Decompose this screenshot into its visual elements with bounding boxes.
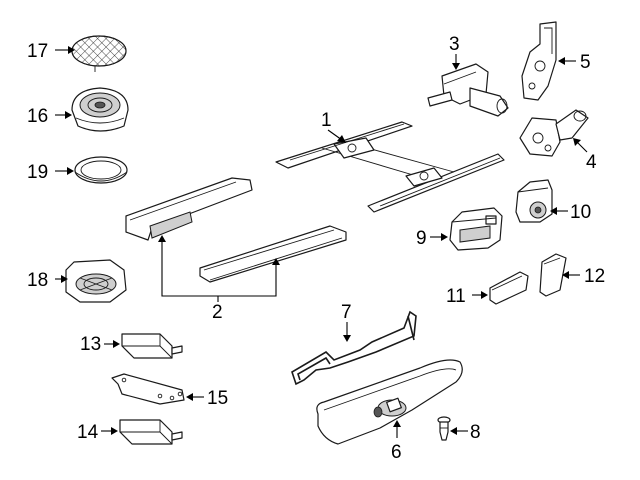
part-19-ring [74,156,128,184]
callout-4: 4 [586,152,597,173]
callout-8: 8 [470,422,481,443]
part-9-switch [449,207,503,251]
part-12-knob [539,253,567,297]
part-16-speaker [71,87,129,132]
part-10-switch [515,179,553,223]
part-4-motor-assembly [519,109,589,157]
callout-3: 3 [449,34,460,55]
callout-7: 7 [341,302,352,323]
part-13-module [121,333,183,359]
part-6-side-shield [316,359,463,445]
callout-17: 17 [27,41,48,62]
part-11-knob [489,271,529,305]
callout-11: 11 [446,286,466,307]
part-18-bracket [65,259,127,303]
callout-2: 2 [212,302,223,323]
callout-10: 10 [570,202,591,223]
part-5-recliner [521,21,557,101]
callout-18: 18 [27,270,48,291]
callout-16: 16 [27,106,48,127]
part-1-seat-frame [275,121,505,213]
callout-13: 13 [80,334,101,355]
callout-19: 19 [27,162,48,183]
callout-15: 15 [207,388,228,409]
callout-12: 12 [584,266,605,287]
part-7-wire-frame [291,310,417,386]
callout-14: 14 [77,422,99,443]
part-8-fastener [437,416,451,441]
part-14-module [119,419,183,445]
callout-6: 6 [391,442,402,463]
callout-1: 1 [321,110,332,131]
callout-9: 9 [416,228,427,249]
part-3-motor [427,63,509,117]
part-17-grille [71,35,127,72]
part-2-track-covers [125,177,347,283]
part-15-plate [111,373,185,405]
callout-5: 5 [580,52,591,73]
